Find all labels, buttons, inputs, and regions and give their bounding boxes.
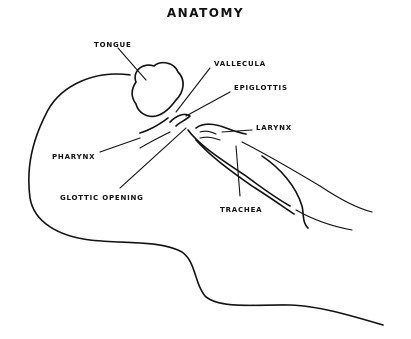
trachea-upper-wall [188, 130, 290, 206]
label-epiglottis: EPIGLOTTIS [234, 84, 288, 92]
label-larynx: LARYNX [256, 124, 292, 132]
epiglottis-shape [170, 114, 190, 126]
figure-title: ANATOMY [0, 6, 411, 20]
vocal-cord-2 [200, 137, 220, 140]
label-trachea: TRACHEA [220, 206, 262, 214]
tongue-shape [132, 63, 183, 117]
tongue-leader [118, 48, 146, 80]
glottic-opening-leader [120, 128, 186, 188]
vocal-cord [200, 131, 216, 134]
label-vallecula: VALLECULA [214, 60, 266, 68]
larynx-shape [196, 124, 246, 134]
pharynx-wall-lower [140, 132, 170, 148]
label-pharynx: PHARYNX [52, 153, 95, 161]
pharynx-wall [140, 118, 168, 133]
pharynx-leader [100, 138, 140, 152]
posterior-line [242, 142, 372, 212]
label-glottic-opening: GLOTTIC OPENING [60, 194, 144, 202]
epiglottis-leader [186, 92, 230, 116]
label-tongue: TONGUE [94, 41, 132, 49]
